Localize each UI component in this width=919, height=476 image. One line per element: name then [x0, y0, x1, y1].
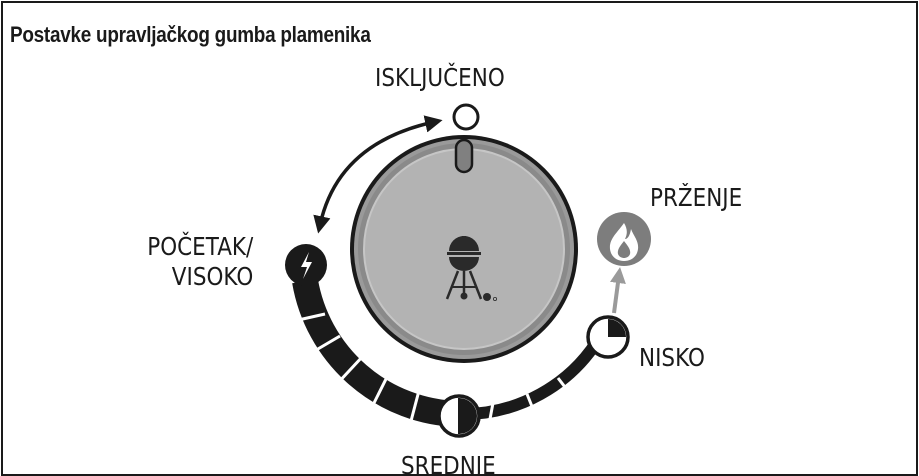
- quarter-circle-icon: [586, 315, 630, 359]
- flame-icon: [597, 212, 651, 266]
- diagram-title: Postavke upravljačkog gumba plamenika: [10, 22, 371, 47]
- burner-knob: [350, 135, 578, 363]
- knob-pointer: [454, 138, 474, 174]
- off-circle-icon: [452, 103, 480, 131]
- half-circle-icon: [437, 394, 481, 438]
- label-start-line2: VISOKO: [171, 262, 253, 291]
- label-off: ISKLJUČENO: [375, 63, 505, 92]
- heat-arc-high-medium: [284, 278, 459, 427]
- label-start-high: POČETAK/ VISOKO: [147, 232, 253, 292]
- label-medium: SREDNJE: [401, 451, 496, 476]
- grill-logo-icon: [445, 236, 497, 301]
- sear-arrow-icon: [610, 267, 626, 314]
- label-start-line1: POČETAK/: [146, 232, 253, 261]
- burner-knob-diagram: [284, 103, 651, 438]
- label-sear: PRŽENJE: [650, 183, 743, 212]
- rotation-arrow-icon: [313, 115, 443, 234]
- label-low: NISKO: [639, 343, 705, 372]
- lightning-icon: [285, 244, 327, 286]
